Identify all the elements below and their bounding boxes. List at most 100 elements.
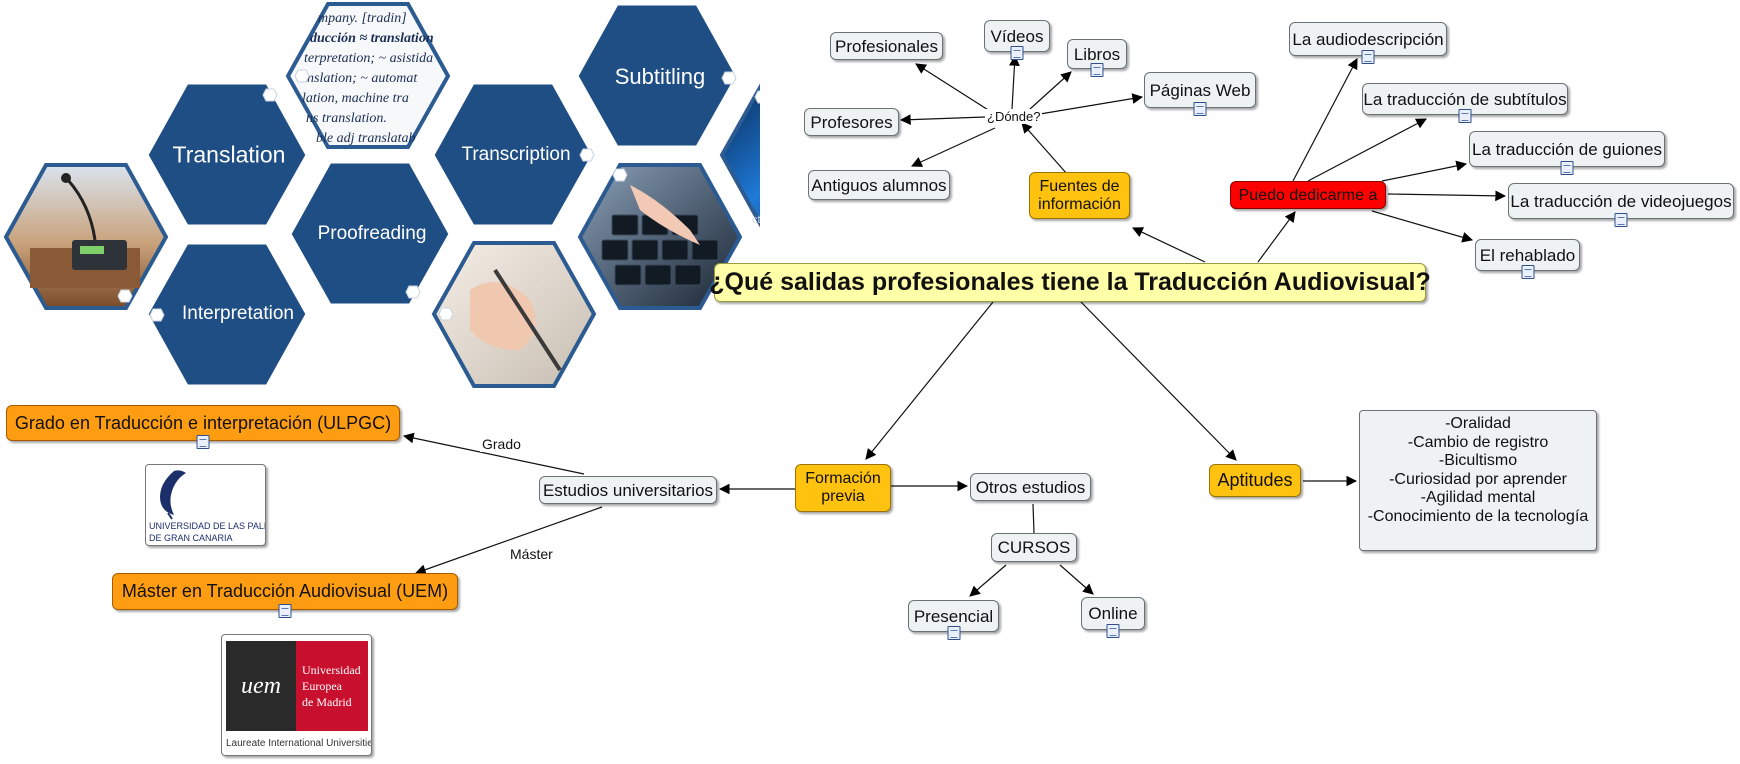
- dict-line-3: anslation; ~ automat: [300, 71, 418, 86]
- audiodescripcion-node[interactable]: La audiodescripción: [1289, 22, 1447, 64]
- document-icon[interactable]: [1090, 63, 1104, 77]
- document-icon[interactable]: [947, 626, 960, 640]
- cursos-node[interactable]: CURSOS: [991, 533, 1077, 562]
- subtitulos-label: La traducción de subtítulos: [1363, 89, 1567, 109]
- document-icon[interactable]: [1010, 46, 1024, 60]
- cursos-label: CURSOS: [997, 538, 1071, 557]
- link-puedo-audiodescripcion: [1292, 58, 1358, 182]
- link-donde-paginas: [1039, 93, 1144, 115]
- puedo-dedicarme-node[interactable]: Puedo dedicarme a: [1230, 181, 1386, 209]
- fuentes-line-1: Fuentes de: [1039, 177, 1120, 195]
- screen-photo-hex: [719, 83, 760, 228]
- aptitudes-label: Aptitudes: [1217, 470, 1293, 490]
- link-donde-profesionales: [915, 63, 994, 114]
- rehablado-label: El rehablado: [1479, 245, 1576, 265]
- paginas-web-label: Páginas Web: [1149, 80, 1251, 100]
- proofreading-hex: [288, 160, 452, 307]
- main-title-text: ¿Qué salidas profesionales tiene la Trad…: [709, 268, 1431, 296]
- document-icon[interactable]: [1361, 50, 1375, 64]
- master-node[interactable]: Máster en Traducción Audiovisual (UEM): [112, 573, 458, 618]
- hex-marker: [721, 71, 737, 85]
- main-title-node[interactable]: ¿Qué salidas profesionales tiene la Trad…: [709, 263, 1431, 302]
- document-icon[interactable]: [1193, 102, 1207, 116]
- guiones-node[interactable]: La traducción de guiones: [1469, 131, 1665, 175]
- document-icon[interactable]: [1458, 109, 1472, 123]
- dict-line-1: ducción ≈ translation: [310, 31, 434, 46]
- antiguos-alumnos-node[interactable]: Antiguos alumnos: [808, 170, 950, 200]
- videos-node[interactable]: Vídeos: [984, 20, 1050, 60]
- antiguos-alumnos-label: Antiguos alumnos: [811, 175, 947, 195]
- link-puedo-videojuegos: [1387, 190, 1507, 202]
- online-node[interactable]: Online: [1081, 597, 1145, 638]
- dict-line-0: mpany. [tradin]: [318, 11, 407, 26]
- hex-marker: [579, 148, 595, 162]
- uem-mark-block: uem: [226, 641, 296, 731]
- aptitudes-list-node[interactable]: -Oralidad -Cambio de registro -Bicultism…: [1359, 410, 1597, 551]
- grado-link-label: Grado: [480, 436, 523, 452]
- rehablado-node[interactable]: El rehablado: [1475, 239, 1580, 279]
- hex-marker: [117, 289, 133, 303]
- profesionales-node[interactable]: Profesionales: [830, 32, 943, 60]
- dict-line-6: ble adj translatab: [316, 131, 416, 146]
- libros-node[interactable]: Libros: [1067, 39, 1127, 77]
- paginas-web-node[interactable]: Páginas Web: [1144, 72, 1256, 116]
- link-cursos-online: [1059, 564, 1094, 595]
- hex-marker: [262, 88, 278, 102]
- uem-name-block: Universidad Europea de Madrid: [296, 641, 368, 731]
- estudios-universitarios-node[interactable]: Estudios universitarios: [539, 476, 717, 504]
- aptitude-item: -Curiosidad por aprender: [1389, 470, 1567, 488]
- presencial-node[interactable]: Presencial: [908, 600, 999, 640]
- interpretation-hex: [145, 241, 309, 388]
- uem-mark: uem: [241, 672, 281, 699]
- document-icon[interactable]: [278, 604, 292, 618]
- audiodescripcion-label: La audiodescripción: [1292, 29, 1444, 49]
- aptitudes-node[interactable]: Aptitudes: [1209, 464, 1301, 497]
- translation-label: Translation: [172, 141, 286, 168]
- dict-line-2: terpretation; ~ asistida: [304, 51, 433, 66]
- link-puedo-guiones: [1381, 160, 1468, 182]
- profesores-label: Profesores: [810, 112, 893, 132]
- microphone-illustration: [30, 173, 140, 288]
- aptitude-item: -Agilidad mental: [1420, 489, 1536, 506]
- link-puedo-rehablado: [1371, 210, 1474, 243]
- libros-label: Libros: [1073, 44, 1121, 64]
- videos-label: Vídeos: [990, 26, 1044, 46]
- link-donde-antiguos: [911, 127, 996, 167]
- fuentes-line-2: información: [1038, 195, 1121, 213]
- link-title-aptitudes: [1080, 301, 1237, 461]
- profesores-node[interactable]: Profesores: [804, 108, 899, 136]
- otros-estudios-node[interactable]: Otros estudios: [970, 473, 1091, 501]
- document-icon[interactable]: [1106, 624, 1120, 638]
- subtitulos-node[interactable]: La traducción de subtítulos: [1362, 83, 1568, 123]
- interpretation-label: Interpretation: [182, 303, 294, 324]
- uem-name-2: Europea: [302, 679, 342, 693]
- videojuegos-node[interactable]: La traducción de videojuegos: [1508, 183, 1734, 227]
- document-icon[interactable]: [1521, 265, 1534, 279]
- document-icon[interactable]: [196, 435, 210, 449]
- document-icon[interactable]: [1614, 213, 1628, 227]
- proofreading-label: Proofreading: [317, 223, 427, 244]
- uem-name-3: de Madrid: [302, 695, 352, 709]
- link-donde-profesores: [899, 114, 986, 126]
- ulpgc-name-2: DE GRAN CANARIA: [149, 533, 233, 543]
- donde-label: ¿Dónde?: [985, 109, 1043, 124]
- online-label: Online: [1088, 604, 1138, 623]
- ulpgc-name-1: UNIVERSIDAD DE LAS PALMAS: [149, 521, 265, 531]
- translation-hex: [145, 81, 309, 228]
- fuentes-node[interactable]: Fuentes de información: [1029, 172, 1130, 219]
- formacion-line-1: Formación: [805, 470, 881, 487]
- link-title-formacion: [865, 301, 994, 460]
- grado-node[interactable]: Grado en Traducción e interpretación (UL…: [6, 405, 400, 449]
- guiones-label: La traducción de guiones: [1472, 139, 1662, 159]
- document-icon[interactable]: [1560, 161, 1574, 175]
- transcription-label: Transcription: [461, 144, 571, 165]
- hex-marker: [754, 90, 760, 104]
- videojuegos-label: La traducción de videojuegos: [1510, 191, 1732, 211]
- pen-illustration: [493, 268, 562, 372]
- formacion-previa-node[interactable]: Formación previa: [795, 464, 891, 512]
- ulpgc-emblem: [160, 470, 186, 520]
- dict-line-4: lation, machine tra: [302, 91, 409, 106]
- link-title-fuentes: [1132, 227, 1206, 263]
- profesionales-label: Profesionales: [834, 36, 938, 56]
